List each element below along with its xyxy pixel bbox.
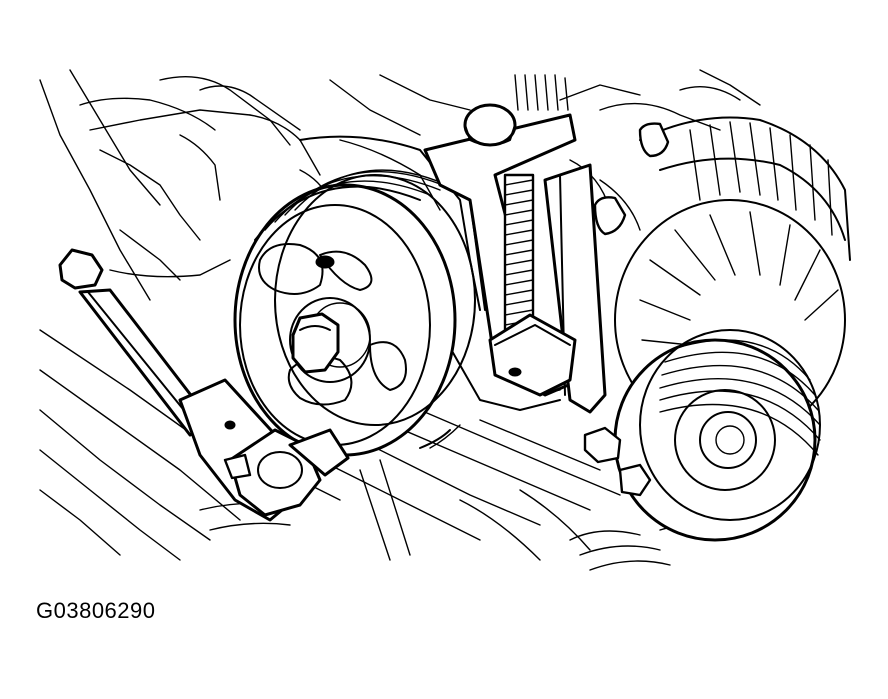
- pulley-puller-tool: [423, 74, 607, 414]
- hex-fitting: [583, 426, 652, 497]
- pulley-removal-illustration: [39, 69, 851, 571]
- figure-code: G03806290: [36, 598, 156, 623]
- ratchet-wrench: [58, 248, 350, 522]
- alternator: [593, 116, 851, 441]
- power-steering-pulley: [233, 169, 476, 457]
- threaded-rod-threads: [504, 179, 534, 326]
- alternator-pulley: [613, 329, 821, 542]
